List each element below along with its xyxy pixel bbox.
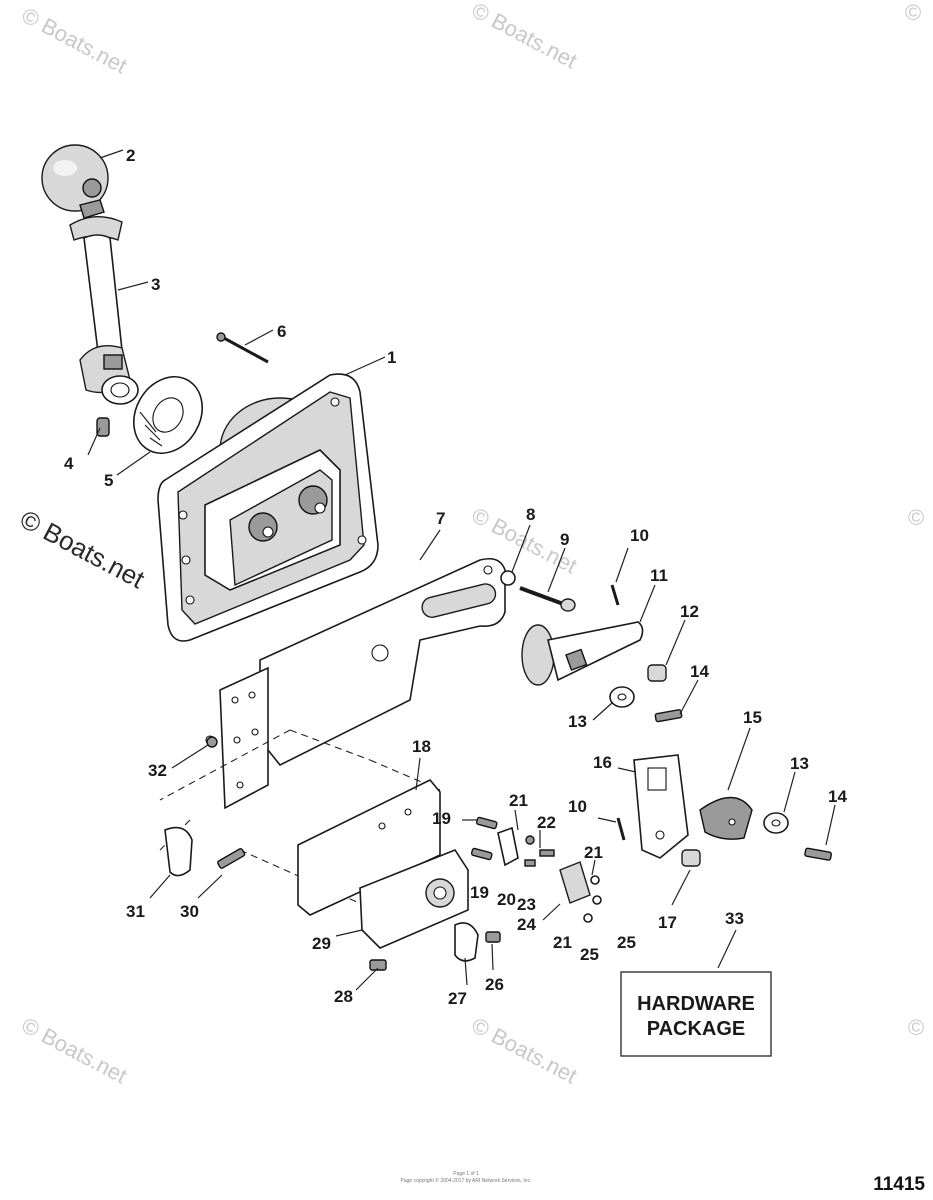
callout-11: 11 xyxy=(650,566,668,585)
hardware-package-line1: HARDWARE xyxy=(637,993,755,1015)
part-14-screw xyxy=(654,709,832,861)
watermark-left-middle: © Boats.net xyxy=(15,504,150,595)
part-31-clip xyxy=(164,826,193,877)
part-1-control-housing xyxy=(157,373,379,642)
callout-30: 30 xyxy=(180,902,199,921)
callout-9: 9 xyxy=(560,530,569,549)
watermark-top-left: © Boats.net xyxy=(18,2,132,78)
leader-lines xyxy=(87,149,836,991)
callout-6: 6 xyxy=(277,322,286,341)
part-6-screw xyxy=(216,332,269,364)
footer-line-1: Page 1 of 1 xyxy=(453,1171,479,1177)
watermark-bottom-left: © Boats.net xyxy=(18,1012,132,1088)
callout-21c: 21 xyxy=(553,933,572,952)
callout-16: 16 xyxy=(593,753,612,772)
part-12-pin xyxy=(647,664,667,682)
part-7-mounting-plate xyxy=(259,557,506,767)
callout-25b: 25 xyxy=(617,933,636,952)
part-5-detent-plate xyxy=(133,376,203,454)
part-10-cotter-pin xyxy=(610,584,626,841)
callout-19b: 19 xyxy=(470,883,489,902)
callout-2: 2 xyxy=(126,146,135,165)
figure-number: 11415 xyxy=(873,1174,925,1195)
part-18-bracket xyxy=(297,779,441,916)
callout-29: 29 xyxy=(312,934,331,953)
part-13-washer xyxy=(609,686,789,834)
callout-21a: 21 xyxy=(509,791,528,810)
part-32-side-plate xyxy=(205,666,269,810)
callout-26: 26 xyxy=(485,975,504,994)
part-27-clip xyxy=(454,922,479,962)
callout-13b: 13 xyxy=(790,754,809,773)
part-2-knob xyxy=(41,144,109,212)
callout-22: 22 xyxy=(537,813,556,832)
callout-numbers: 2 3 6 1 4 5 7 8 9 10 11 12 13 14 15 16 1… xyxy=(64,146,847,1008)
callout-8: 8 xyxy=(526,505,535,524)
part-3-lever xyxy=(69,199,139,405)
hardware-package-box: HARDWARE PACKAGE xyxy=(620,971,772,1057)
callout-12: 12 xyxy=(680,602,699,621)
hardware-package-line2: PACKAGE xyxy=(647,1018,746,1040)
part-9-bolt xyxy=(519,586,576,612)
callout-15: 15 xyxy=(743,708,762,727)
part-20-switch-plate xyxy=(497,826,555,867)
callout-7: 7 xyxy=(436,509,445,528)
callout-3: 3 xyxy=(151,275,160,294)
callout-25a: 25 xyxy=(580,945,599,964)
part-16-arm-plate xyxy=(633,754,689,859)
footer-line-2: Page copyright © 2004-2017 by ARI Networ… xyxy=(401,1177,532,1184)
part-4-set-screw xyxy=(96,417,110,437)
watermark-right-top: © xyxy=(905,0,921,25)
watermark-top-center: © Boats.net xyxy=(468,0,582,74)
callout-14a: 14 xyxy=(690,662,709,681)
callout-14b: 14 xyxy=(828,787,847,806)
callout-10a: 10 xyxy=(630,526,649,545)
watermark-right-middle: © xyxy=(908,505,924,530)
part-8-nut xyxy=(500,570,516,586)
footer: Page 1 of 1 Page copyright © 2004-2017 b… xyxy=(401,1171,532,1184)
part-15-cam xyxy=(699,796,753,840)
callout-23: 23 xyxy=(517,895,536,914)
callout-33: 33 xyxy=(725,909,744,928)
callout-21b: 21 xyxy=(584,843,603,862)
callout-28: 28 xyxy=(334,987,353,1006)
callout-4: 4 xyxy=(64,454,74,473)
callout-19a: 19 xyxy=(432,809,451,828)
callout-27: 27 xyxy=(448,989,467,1008)
callout-18: 18 xyxy=(412,737,431,756)
callout-5: 5 xyxy=(104,471,113,490)
callout-31: 31 xyxy=(126,902,145,921)
watermark-bottom-right: © xyxy=(908,1015,924,1040)
callout-17: 17 xyxy=(658,913,677,932)
callout-24: 24 xyxy=(517,915,536,934)
callout-20: 20 xyxy=(497,890,516,909)
callout-13a: 13 xyxy=(568,712,587,731)
part-24-micro-switch xyxy=(559,861,602,923)
callout-32: 32 xyxy=(148,761,167,780)
callout-10b: 10 xyxy=(568,797,587,816)
callout-1: 1 xyxy=(387,348,396,367)
part-17-pin xyxy=(681,849,701,867)
watermark-bottom-center: © Boats.net xyxy=(468,1012,582,1088)
part-11-shift-arm xyxy=(521,621,644,686)
